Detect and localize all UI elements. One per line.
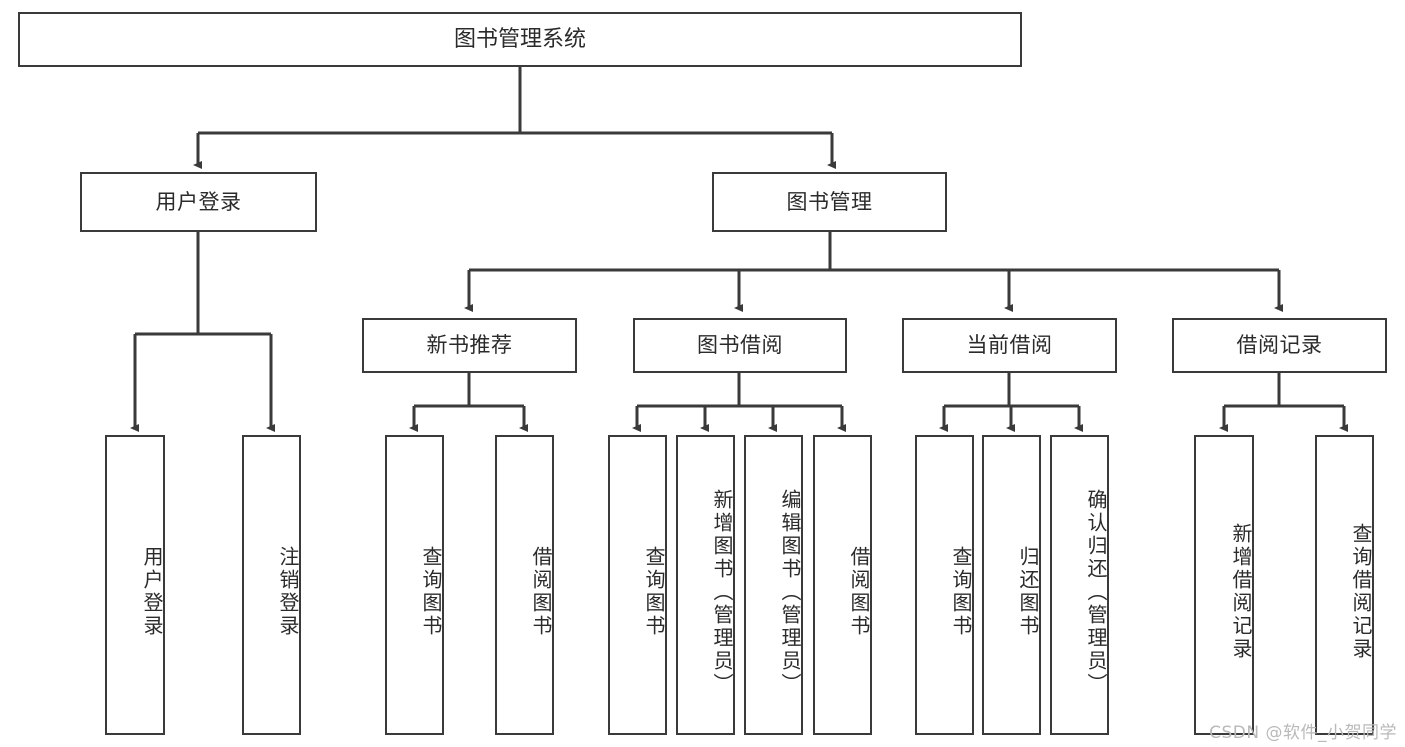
node-label: 编辑图书（管理员） [778, 488, 802, 696]
leaf-book-borrow-edit-book-admin[interactable]: 编辑图书（管理员） [744, 435, 803, 735]
leaf-current-borrow-query-book[interactable]: 查询图书 [915, 435, 974, 735]
node-label: 新增借阅记录 [1229, 523, 1253, 661]
node-label: 新书推荐 [426, 333, 513, 358]
node-label: 用户登录 [155, 189, 242, 214]
node-label: 借阅图书 [529, 546, 553, 638]
node-book-management[interactable]: 图书管理 [712, 172, 947, 232]
leaf-new-book-borrow-book[interactable]: 借阅图书 [495, 435, 554, 735]
node-label: 图书管理系统 [453, 26, 586, 52]
node-label: 图书借阅 [697, 333, 783, 358]
node-user-login[interactable]: 用户登录 [80, 172, 317, 232]
leaf-current-borrow-confirm-return-admin[interactable]: 确认归还（管理员） [1050, 435, 1109, 735]
node-label: 图书管理 [786, 189, 873, 214]
node-label: 查询借阅记录 [1349, 523, 1373, 661]
leaf-current-borrow-return-book[interactable]: 归还图书 [982, 435, 1041, 735]
watermark: CSDN @软件_小贺同学 [1209, 723, 1397, 743]
leaf-book-borrow-borrow-book[interactable]: 借阅图书 [813, 435, 872, 735]
leaf-book-borrow-add-book-admin[interactable]: 新增图书（管理员） [676, 435, 735, 735]
node-current-borrow[interactable]: 当前借阅 [902, 318, 1117, 373]
node-new-book-recommend[interactable]: 新书推荐 [362, 318, 577, 373]
node-label: 注销登录 [276, 546, 300, 638]
node-label: 查询图书 [419, 546, 443, 638]
leaf-borrow-record-query-record[interactable]: 查询借阅记录 [1315, 435, 1374, 735]
leaf-borrow-record-add-record[interactable]: 新增借阅记录 [1194, 435, 1254, 735]
node-label: 归还图书 [1016, 546, 1040, 638]
node-label: 借阅记录 [1236, 333, 1323, 358]
node-label: 查询图书 [949, 546, 973, 638]
node-borrow-record[interactable]: 借阅记录 [1172, 318, 1387, 373]
node-label: 借阅图书 [847, 546, 871, 638]
node-root-book-management-system[interactable]: 图书管理系统 [18, 12, 1022, 67]
leaf-new-book-query-book[interactable]: 查询图书 [385, 435, 444, 735]
node-book-borrow[interactable]: 图书借阅 [633, 318, 847, 373]
node-label: 新增图书（管理员） [710, 488, 734, 696]
node-label: 查询图书 [642, 546, 666, 638]
leaf-book-borrow-query-book[interactable]: 查询图书 [608, 435, 667, 735]
leaf-user-login-logout[interactable]: 注销登录 [242, 435, 301, 735]
leaf-user-login-login[interactable]: 用户登录 [105, 435, 165, 735]
node-label: 确认归还（管理员） [1084, 488, 1108, 696]
node-label: 当前借阅 [966, 333, 1053, 358]
node-label: 用户登录 [140, 546, 164, 638]
